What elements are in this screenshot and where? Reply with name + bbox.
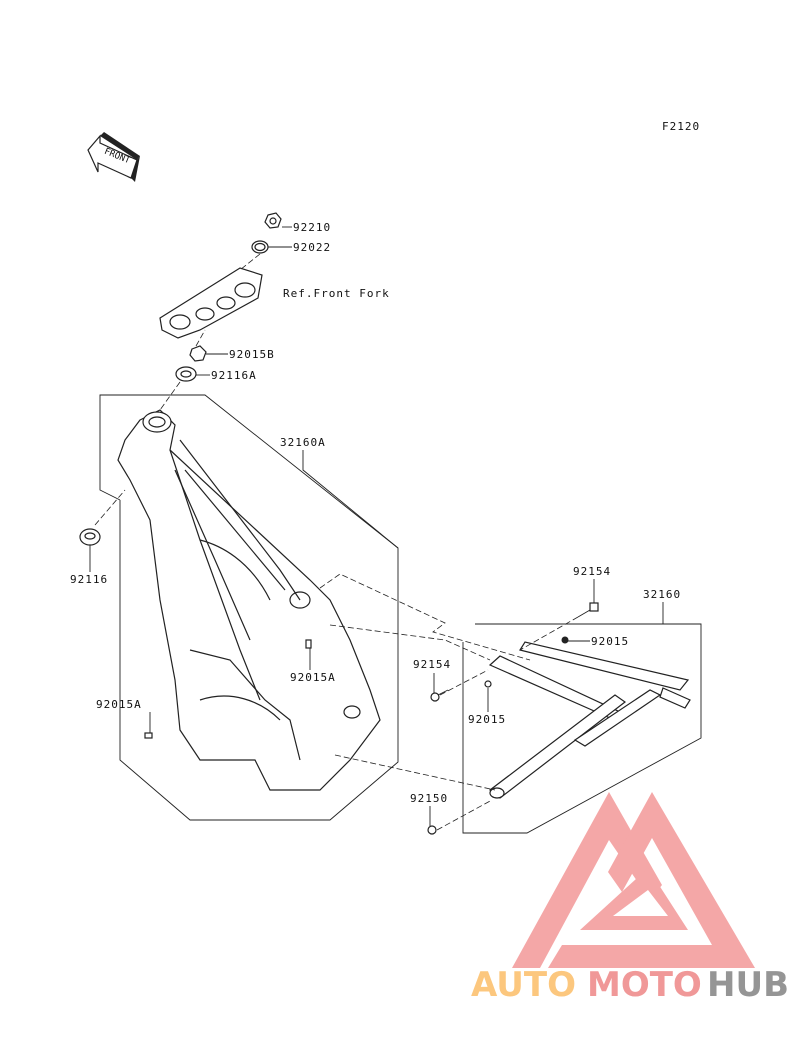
nut-92210: [264, 212, 282, 229]
main-frame-32160A: [117, 409, 381, 791]
part-label-92015-lower[interactable]: 92015: [468, 713, 506, 726]
part-label-92015A-center[interactable]: 92015A: [290, 671, 336, 684]
part-label-92154-top[interactable]: 92154: [573, 565, 611, 578]
bolt-92015A-left: [144, 732, 153, 739]
steering-stem-clamp: [159, 267, 263, 339]
nut-92015B: [189, 345, 207, 362]
bolt-92015A-center: [305, 639, 312, 649]
part-label-32160[interactable]: 32160: [643, 588, 681, 601]
part-label-92015-right[interactable]: 92015: [591, 635, 629, 648]
washer-92022: [251, 240, 269, 254]
part-label-92154-left[interactable]: 92154: [413, 658, 451, 671]
part-label-92015B[interactable]: 92015B: [229, 348, 275, 361]
nut-92015-lower: [484, 680, 492, 688]
figure-code: F2120: [662, 120, 700, 133]
subframe-32160: [488, 641, 691, 799]
part-label-92116[interactable]: 92116: [70, 573, 108, 586]
watermark-text-moto: MOTO: [587, 965, 702, 1005]
watermark-text-hub: HUB: [707, 965, 789, 1005]
part-label-92150[interactable]: 92150: [410, 792, 448, 805]
nut-92015-right: [561, 636, 569, 644]
bearing-92116A: [175, 366, 197, 382]
bolt-92154-top: [577, 602, 599, 618]
reference-note: Ref.Front Fork: [283, 287, 390, 300]
front-arrow-icon: FRONT: [87, 132, 140, 182]
group-bracket-32160A: [99, 394, 399, 821]
part-label-92015A-left[interactable]: 92015A: [96, 698, 142, 711]
watermark-text-auto: AUTO: [471, 965, 576, 1005]
part-label-32160A[interactable]: 32160A: [280, 436, 326, 449]
part-label-92116A[interactable]: 92116A: [211, 369, 257, 382]
part-label-92210[interactable]: 92210: [293, 221, 331, 234]
bolt-92154-left: [430, 689, 449, 702]
watermark-logo: [512, 792, 755, 968]
bearing-92116: [79, 528, 101, 546]
part-label-92022[interactable]: 92022: [293, 241, 331, 254]
bolt-92150: [427, 825, 437, 835]
